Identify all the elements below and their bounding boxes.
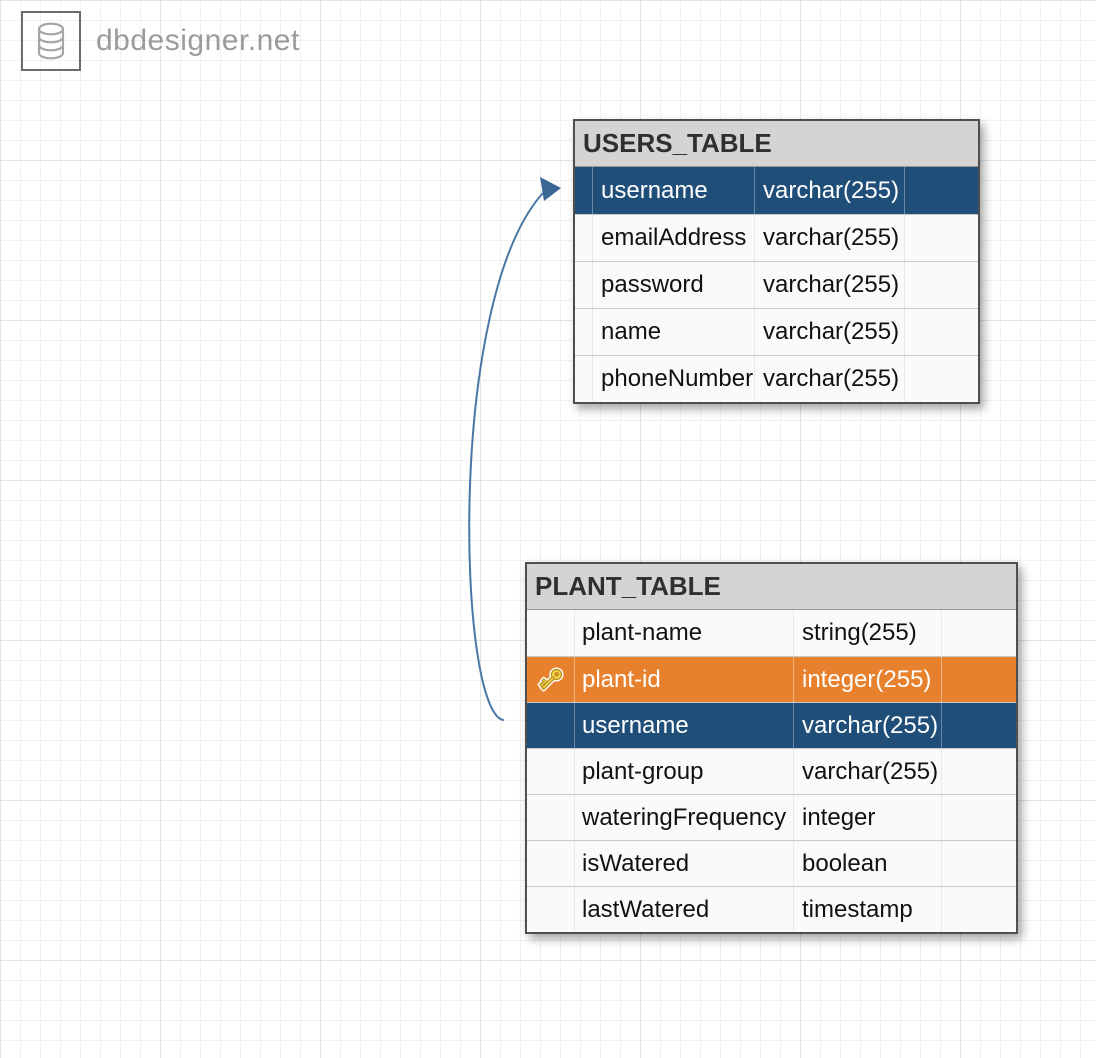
key-cell bbox=[527, 749, 575, 794]
column-name: username bbox=[575, 703, 794, 748]
table-users-title: USERS_TABLE bbox=[583, 128, 772, 158]
key-cell bbox=[575, 167, 593, 214]
extra-cell bbox=[942, 887, 1016, 932]
row-plant-plant-group[interactable]: plant-group varchar(255) bbox=[527, 748, 1016, 794]
key-cell bbox=[575, 262, 593, 308]
row-users-name[interactable]: name varchar(255) bbox=[575, 308, 978, 355]
column-type: varchar(255) bbox=[755, 356, 905, 402]
row-plant-plant-id[interactable]: plant-id integer(255) bbox=[527, 656, 1016, 702]
column-name: isWatered bbox=[575, 841, 794, 886]
row-users-password[interactable]: password varchar(255) bbox=[575, 261, 978, 308]
column-name: emailAddress bbox=[593, 215, 755, 261]
extra-cell bbox=[905, 356, 978, 402]
database-icon bbox=[37, 22, 65, 60]
column-type: varchar(255) bbox=[755, 215, 905, 261]
column-type: boolean bbox=[794, 841, 942, 886]
table-users[interactable]: USERS_TABLE username varchar(255) emailA… bbox=[573, 119, 980, 404]
row-plant-iswatered[interactable]: isWatered boolean bbox=[527, 840, 1016, 886]
column-name: lastWatered bbox=[575, 887, 794, 932]
key-cell bbox=[527, 703, 575, 748]
row-plant-username[interactable]: username varchar(255) bbox=[527, 702, 1016, 748]
column-type: varchar(255) bbox=[794, 749, 942, 794]
extra-cell bbox=[942, 749, 1016, 794]
primary-key-icon bbox=[537, 666, 564, 692]
key-cell bbox=[527, 887, 575, 932]
table-plant-header[interactable]: PLANT_TABLE bbox=[527, 564, 1016, 610]
table-users-rows: username varchar(255) emailAddress varch… bbox=[575, 167, 978, 402]
column-name: name bbox=[593, 309, 755, 355]
logo-box bbox=[21, 11, 81, 71]
column-type: integer(255) bbox=[794, 657, 942, 702]
row-plant-wateringfrequency[interactable]: wateringFrequency integer bbox=[527, 794, 1016, 840]
column-name: wateringFrequency bbox=[575, 795, 794, 840]
table-plant[interactable]: PLANT_TABLE plant-name string(255) bbox=[525, 562, 1018, 934]
extra-cell bbox=[905, 167, 978, 214]
column-name: plant-name bbox=[575, 610, 794, 656]
extra-cell bbox=[905, 215, 978, 261]
relationship-arrowhead-icon bbox=[540, 177, 561, 201]
table-plant-title: PLANT_TABLE bbox=[535, 571, 721, 601]
table-plant-rows: plant-name string(255) bbox=[527, 610, 1016, 932]
extra-cell bbox=[942, 703, 1016, 748]
row-users-username[interactable]: username varchar(255) bbox=[575, 167, 978, 214]
key-cell bbox=[575, 309, 593, 355]
app-logo: dbdesigner.net bbox=[21, 11, 300, 71]
extra-cell bbox=[942, 610, 1016, 656]
row-users-phonenumber[interactable]: phoneNumber varchar(255) bbox=[575, 355, 978, 402]
extra-cell bbox=[942, 841, 1016, 886]
key-cell bbox=[527, 610, 575, 656]
column-name: username bbox=[593, 167, 755, 214]
column-type: integer bbox=[794, 795, 942, 840]
key-cell bbox=[527, 795, 575, 840]
column-type: timestamp bbox=[794, 887, 942, 932]
column-name: plant-group bbox=[575, 749, 794, 794]
row-plant-plant-name[interactable]: plant-name string(255) bbox=[527, 610, 1016, 656]
key-cell bbox=[527, 657, 575, 702]
column-name: password bbox=[593, 262, 755, 308]
row-users-emailaddress[interactable]: emailAddress varchar(255) bbox=[575, 214, 978, 261]
row-plant-lastwatered[interactable]: lastWatered timestamp bbox=[527, 886, 1016, 932]
logo-text: dbdesigner.net bbox=[96, 24, 300, 57]
extra-cell bbox=[905, 262, 978, 308]
key-cell bbox=[575, 356, 593, 402]
column-type: varchar(255) bbox=[755, 167, 905, 214]
column-type: string(255) bbox=[794, 610, 942, 656]
extra-cell bbox=[905, 309, 978, 355]
column-type: varchar(255) bbox=[794, 703, 942, 748]
column-type: varchar(255) bbox=[755, 309, 905, 355]
column-name: phoneNumber bbox=[593, 356, 755, 402]
extra-cell bbox=[942, 795, 1016, 840]
key-cell bbox=[527, 841, 575, 886]
relationship-line[interactable] bbox=[468, 192, 544, 721]
table-users-header[interactable]: USERS_TABLE bbox=[575, 121, 978, 167]
column-type: varchar(255) bbox=[755, 262, 905, 308]
key-cell bbox=[575, 215, 593, 261]
column-name: plant-id bbox=[575, 657, 794, 702]
extra-cell bbox=[942, 657, 1016, 702]
